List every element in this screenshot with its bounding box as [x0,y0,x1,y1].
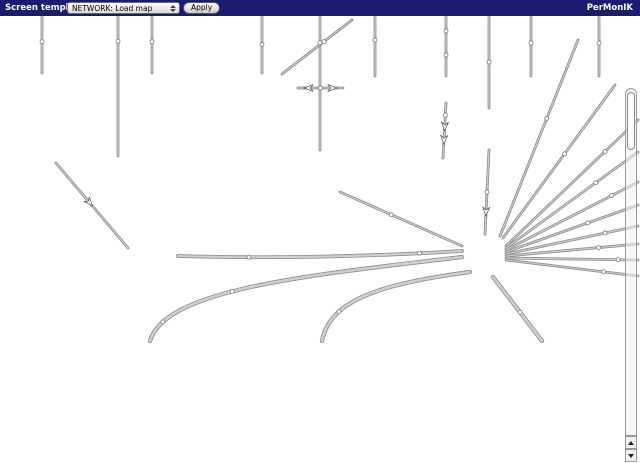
screen-template-label: Screen template: [5,3,88,13]
screen-template-value: NETWORK: Load map [72,4,153,13]
traffic-arrow [441,121,449,132]
link-marker-dot [596,40,602,46]
link-marker-dot [602,230,608,236]
network-link-core [502,84,616,239]
link-marker-dot [517,309,523,315]
link-marker-dot [259,42,265,47]
link-marker-dot [601,269,607,275]
screen-template-select[interactable]: NETWORK: Load map [67,2,180,14]
link-marker-dot [336,309,342,315]
traffic-arrow [83,196,93,207]
link-marker-dot [229,288,235,294]
link-marker-dot [486,59,492,65]
network-link-core [505,259,639,277]
traffic-arrow [303,84,314,92]
scroll-down-button[interactable] [625,449,637,462]
network-link-core [505,181,639,251]
link-marker-dot [544,115,550,121]
link-marker-dot [443,52,449,58]
network-link-core [176,249,464,259]
link-marker-dot [484,189,490,195]
traffic-arrow [440,134,449,146]
traffic-arrow [327,84,338,92]
network-link-core [148,255,464,343]
apply-button[interactable]: Apply [183,2,221,14]
vertical-scrollbar-thumb[interactable] [627,92,635,150]
link-marker-dot [602,149,608,154]
link-marker-dot [595,245,601,251]
network-link-core [281,19,353,75]
select-stepper-icon [168,3,178,13]
network-link-core [491,275,544,343]
network-link-core [339,191,463,247]
link-marker-dot [246,254,252,260]
link-marker-dot [149,39,155,45]
network-link-core [505,243,639,257]
traffic-arrow [482,206,491,217]
network-link-core [320,270,472,343]
vertical-scrollbar-track[interactable] [625,88,637,436]
link-labels-layer [39,28,621,325]
link-marker-dot [593,180,599,186]
link-marker-dot [609,193,615,199]
network-link-core [505,151,639,249]
triangle-up-icon [628,441,634,445]
scroll-up-button[interactable] [625,436,637,449]
link-marker-dot [160,319,166,325]
network-link [147,254,465,344]
link-marker-dot [562,151,568,157]
link-marker-dot [115,38,121,44]
link-marker-dot [317,40,323,46]
link-marker-dot [443,28,449,34]
top-toolbar: Screen template: NETWORK: Load map Apply… [0,0,640,16]
link-marker-dot [318,85,323,91]
link-marker-dot [442,112,448,118]
links-layer [40,14,640,344]
link-marker-dot [372,37,378,43]
network-link-core [505,119,639,247]
link-marker-dot [388,212,394,218]
link-marker-dot [528,40,534,46]
triangle-down-icon [628,454,634,458]
app-brand: PerMonIK [586,3,633,13]
link-marker-dot [39,39,45,45]
network-link-core [505,225,639,255]
link-marker-dot [416,250,422,256]
network-link-core [499,39,579,237]
link-marker-dot [585,220,591,226]
link-marker-dot [321,39,327,45]
network-link-core [505,204,639,253]
link-marker-dot [615,257,621,263]
